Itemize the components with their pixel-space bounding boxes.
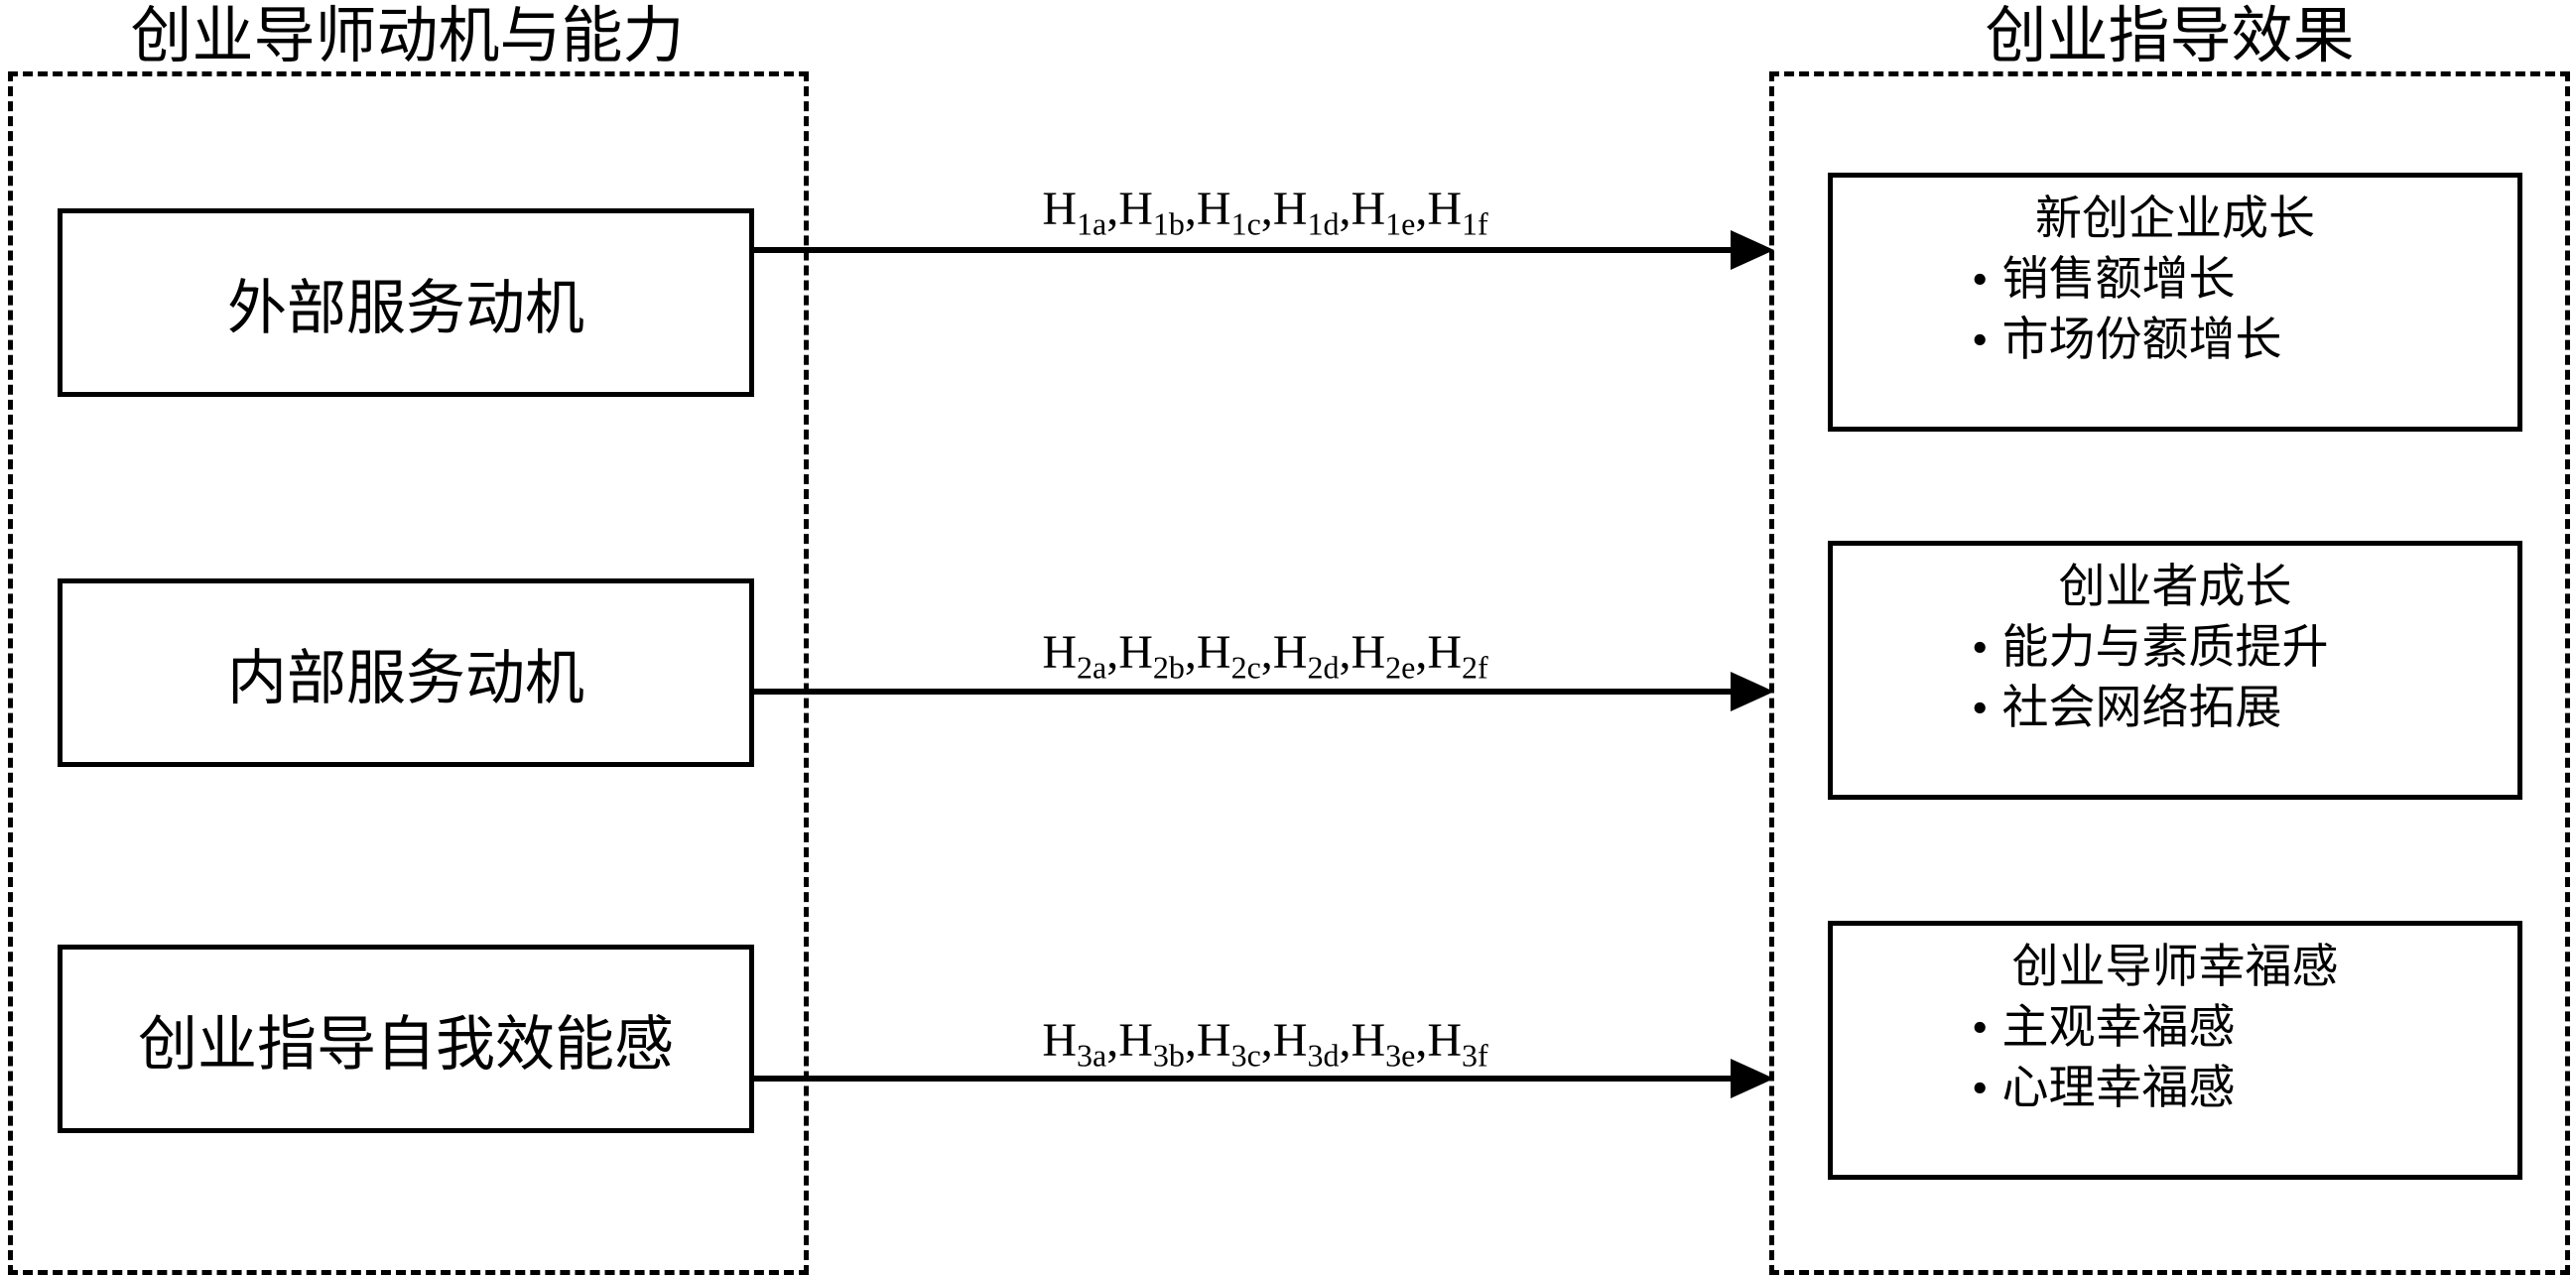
bullet-text: 能力与素质提升 <box>2001 622 2329 674</box>
bullet-icon: • <box>1972 1063 1989 1114</box>
arrow-2-line <box>754 689 1737 695</box>
arrow-1-head <box>1731 230 1774 270</box>
bullet-text: 主观幸福感 <box>2001 1002 2236 1054</box>
hypothesis-label-1: H1a,H1b,H1c,H1d,H1e,H1f <box>1042 183 1488 242</box>
box-entrepreneur-growth: 创业者成长 •能力与素质提升 •社会网络拓展 <box>1828 541 2522 800</box>
bullet-item: •销售额增长 <box>1833 250 2517 311</box>
arrow-3-line <box>754 1076 1737 1082</box>
bullet-icon: • <box>1972 254 1989 306</box>
box-label: 内部服务动机 <box>227 645 584 711</box>
right-group-title: 创业指导效果 <box>1985 3 2355 70</box>
box-new-venture-growth: 新创企业成长 •销售额增长 •市场份额增长 <box>1828 173 2522 432</box>
box-mentoring-self-efficacy: 创业指导自我效能感 <box>58 945 754 1133</box>
hypothesis-label-3: H3a,H3b,H3c,H3d,H3e,H3f <box>1042 1014 1488 1074</box>
box-external-service-motivation: 外部服务动机 <box>58 208 754 397</box>
box-label: 外部服务动机 <box>227 275 584 341</box>
bullet-icon: • <box>1972 683 1989 734</box>
arrow-2-head <box>1731 672 1774 711</box>
box-title: 创业导师幸福感 <box>2011 942 2339 993</box>
left-group-frame <box>8 71 809 1275</box>
arrow-1-line <box>754 247 1737 253</box>
box-internal-service-motivation: 内部服务动机 <box>58 578 754 767</box>
arrow-3-head <box>1731 1059 1774 1098</box>
bullet-icon: • <box>1972 315 1989 366</box>
box-title: 新创企业成长 <box>2035 193 2315 245</box>
bullet-text: 社会网络拓展 <box>2001 683 2282 734</box>
box-title: 创业者成长 <box>2058 562 2292 613</box>
bullet-text: 市场份额增长 <box>2001 315 2282 366</box>
bullet-item: •社会网络拓展 <box>1833 679 2517 739</box>
bullet-text: 心理幸福感 <box>2001 1063 2236 1114</box>
bullet-item: •能力与素质提升 <box>1833 618 2517 679</box>
box-mentor-wellbeing: 创业导师幸福感 •主观幸福感 •心理幸福感 <box>1828 921 2522 1180</box>
bullet-icon: • <box>1972 1002 1989 1054</box>
left-group-title: 创业导师动机与能力 <box>130 3 685 70</box>
bullet-icon: • <box>1972 622 1989 674</box>
bullet-text: 销售额增长 <box>2001 254 2236 306</box>
bullet-item: •心理幸福感 <box>1833 1059 2517 1119</box>
bullet-item: •市场份额增长 <box>1833 311 2517 371</box>
hypothesis-label-2: H2a,H2b,H2c,H2d,H2e,H2f <box>1042 626 1488 686</box>
bullet-item: •主观幸福感 <box>1833 998 2517 1059</box>
box-label: 创业指导自我效能感 <box>138 1011 674 1078</box>
